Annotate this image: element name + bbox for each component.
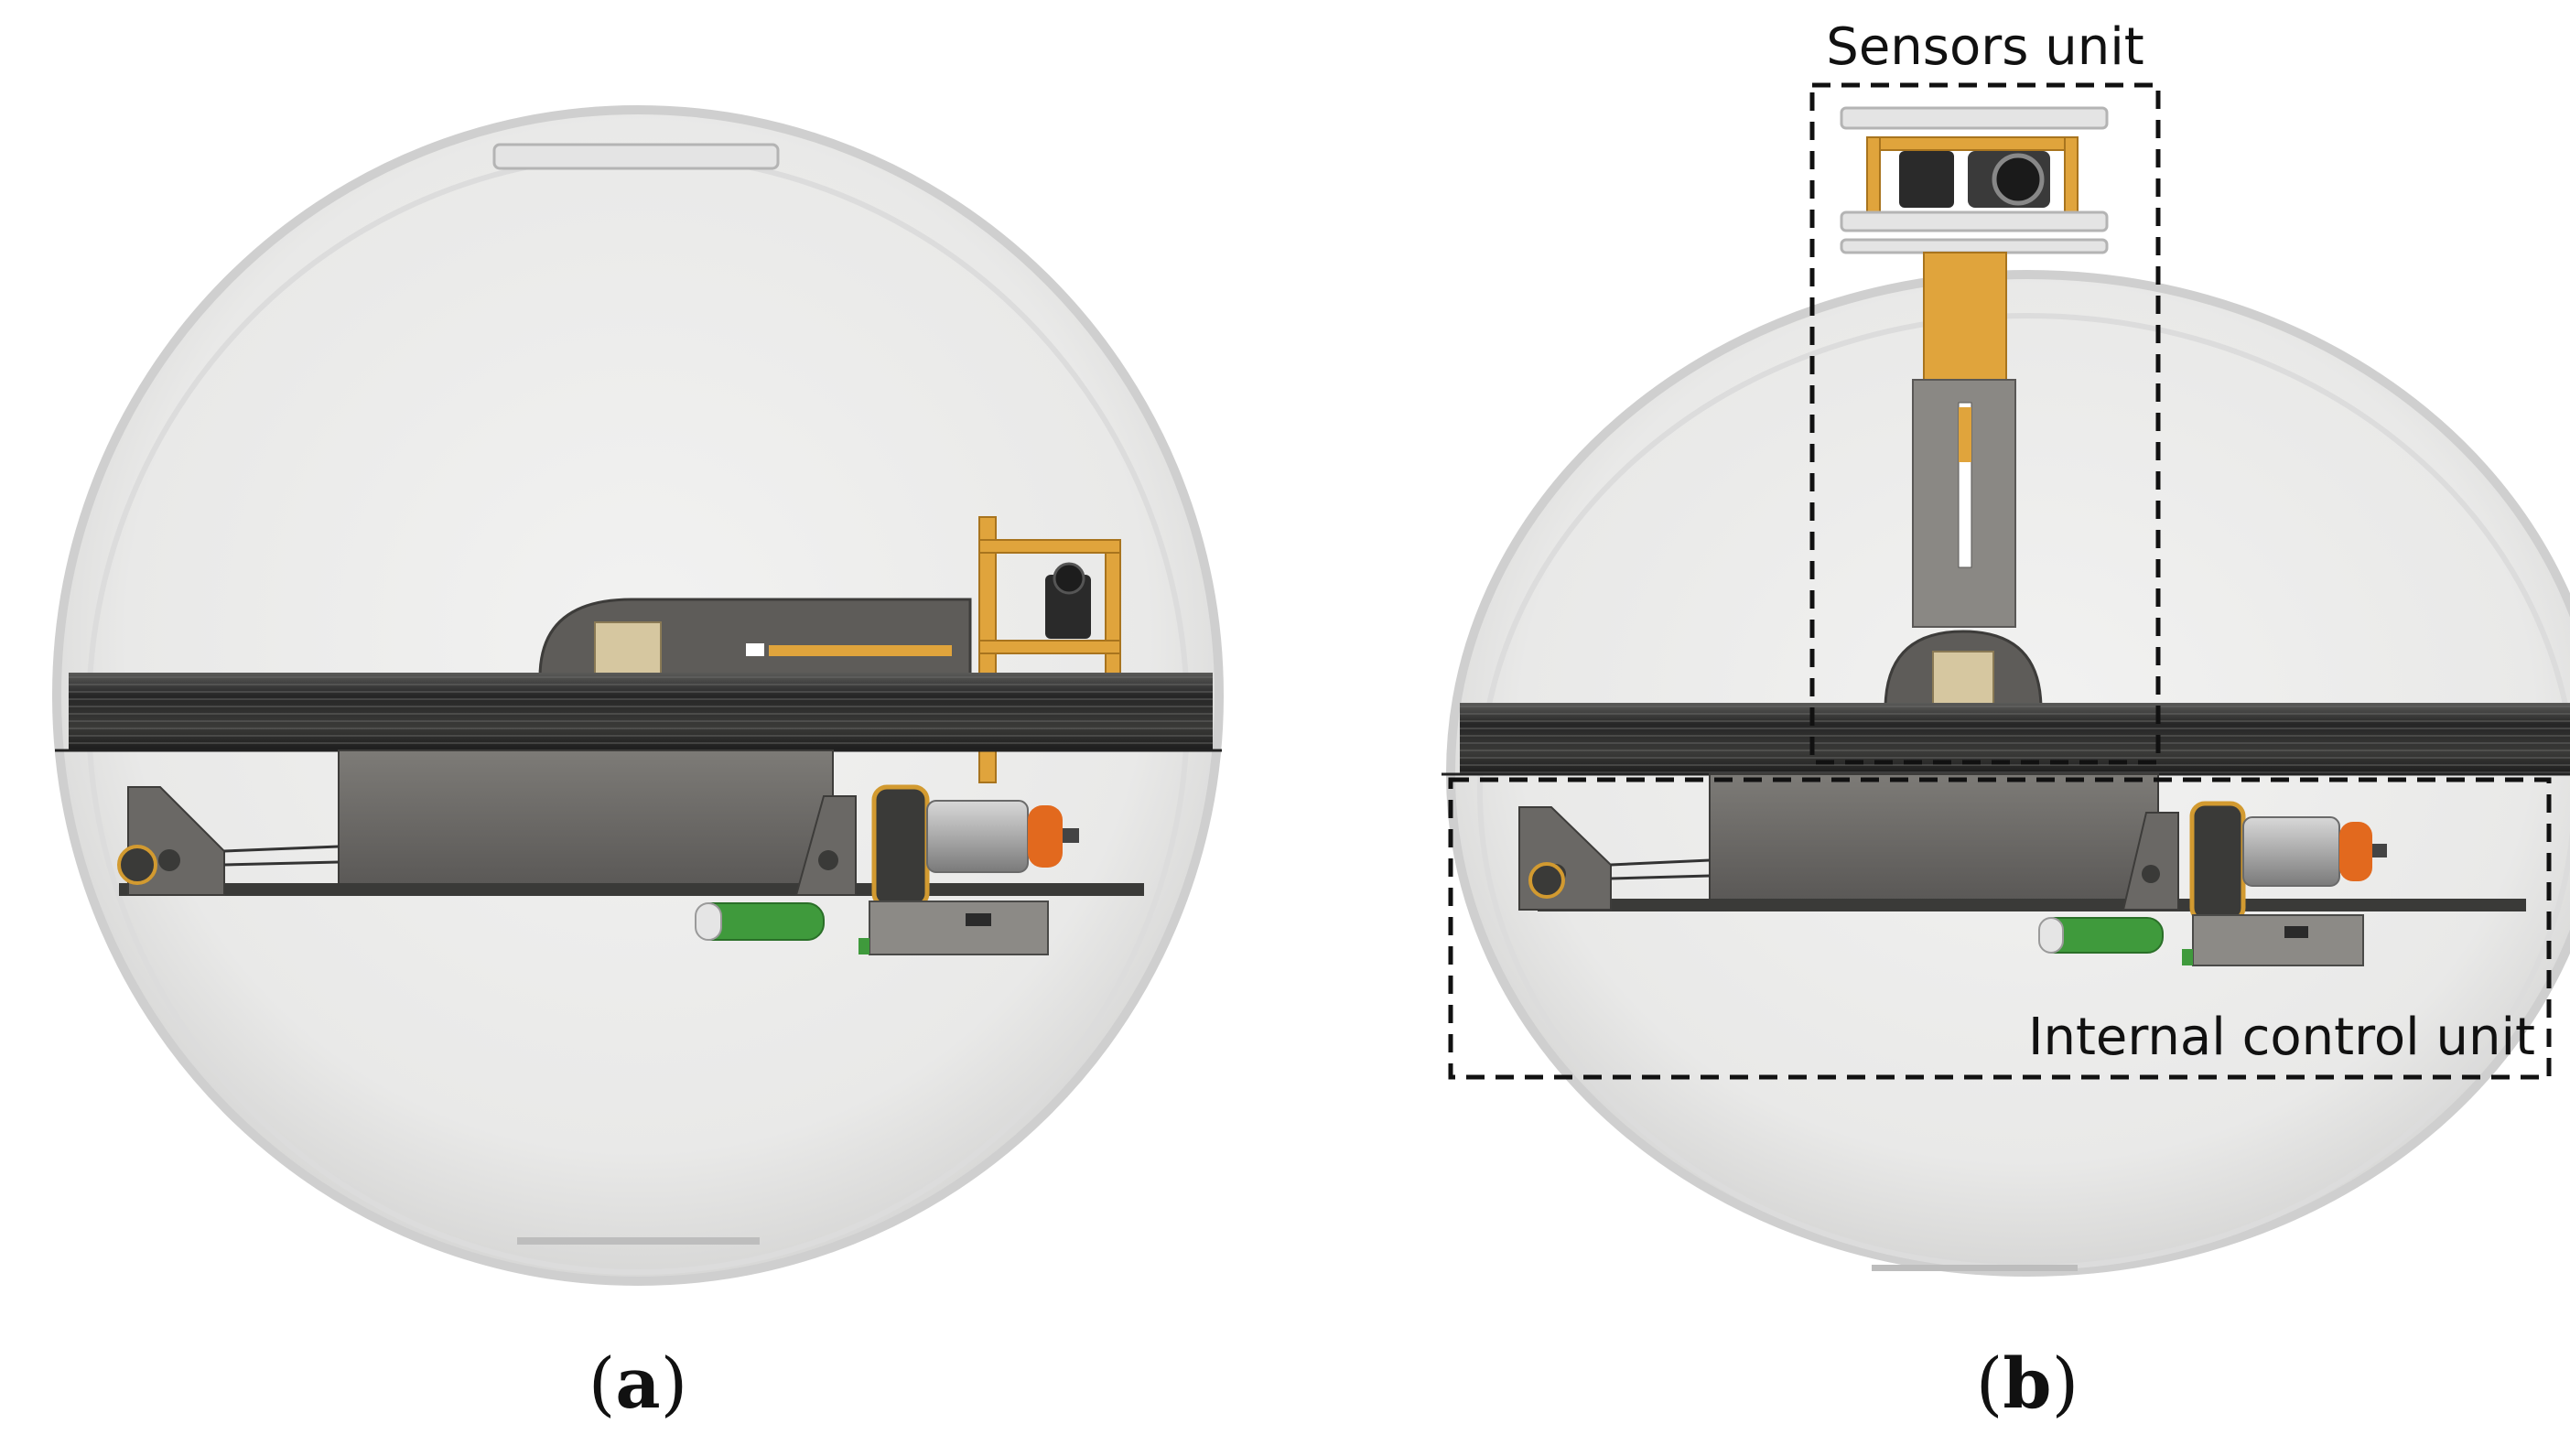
panel-a-frame-mid <box>978 640 1121 654</box>
panel-b-cable-2 <box>1610 874 1711 880</box>
panel-a-battery-end <box>695 902 722 941</box>
panel-b-omni-wheel <box>2189 801 2246 923</box>
panel-a-cable-1 <box>223 845 340 853</box>
panel-b-right-bracket <box>2122 812 2179 911</box>
panel-a-cable-2 <box>223 860 340 867</box>
panel-a-motor-cap <box>1028 805 1063 868</box>
panel-a-controller-led <box>858 938 869 954</box>
panel-b-lower-plate <box>1840 210 2109 232</box>
panel-a-controller-box <box>869 901 1049 955</box>
panel-b-controller-led <box>2182 949 2193 965</box>
panel-b-motor-shaft <box>2372 844 2387 857</box>
panel-a-frame-top <box>978 539 1121 554</box>
panel-a-motor-shaft <box>1063 828 1079 843</box>
panel-a-left-bracket-bolt <box>158 849 180 871</box>
panel-b-left-wheel <box>1528 862 1565 899</box>
panel-b-top-cap <box>1840 106 2109 130</box>
sensors-unit-label: Sensors unit <box>1826 17 2143 77</box>
panel-b-motor-cap <box>2339 822 2372 881</box>
panel-a-motor <box>926 800 1029 873</box>
panel-b-rail <box>1538 899 2526 911</box>
panel-a-camera-body <box>1045 575 1091 639</box>
panel-b-lower-plate-2 <box>1840 238 2109 254</box>
internal-control-unit-box <box>1448 777 2552 1080</box>
panel-a-rail <box>119 883 1144 896</box>
panel-b-band-lines <box>1460 703 2570 774</box>
panel-b-battery-end <box>2038 917 2064 954</box>
panel-a-right-bracket <box>794 795 857 896</box>
panel-b-motor <box>2242 816 2340 887</box>
panel-b-cable-1 <box>1610 858 1711 867</box>
panel-a-camera-lens <box>1053 562 1085 595</box>
panel-a-caption: (a) <box>589 1343 688 1424</box>
panel-b-camera-lens <box>1992 153 2045 206</box>
panel-b-diagram: Sensors unit Internal control unit <box>1442 17 2570 1277</box>
panel-a-band-lines <box>69 673 1213 750</box>
panel-a-diagram <box>52 105 1224 1286</box>
panel-b-controller-box <box>2192 914 2364 966</box>
panel-a-left-wheel <box>117 845 157 885</box>
panel-a-omni-wheel <box>871 784 930 909</box>
panel-a-slot <box>746 643 764 656</box>
panel-a-top-cap <box>492 143 780 170</box>
panel-b-bottom-cap <box>1872 1265 2078 1271</box>
panel-a-frame-vertical-right <box>1105 539 1121 678</box>
panel-b-lower-block <box>1709 773 2159 901</box>
panel-a-right-bracket-bolt <box>818 850 838 870</box>
panel-b-mast-slot-wood <box>1959 407 1971 462</box>
panel-b-controller-port <box>2284 926 2308 938</box>
panel-b-mast-wood <box>1923 252 2007 382</box>
panel-a-bottom-cap <box>517 1237 760 1245</box>
sensors-unit-box <box>1809 82 2161 765</box>
panel-a-hub-plate <box>594 621 662 678</box>
panel-a-lower-block <box>338 750 834 889</box>
internal-control-unit-label: Internal control unit <box>2028 1008 2535 1067</box>
panel-b-caption: (b) <box>1976 1343 2079 1424</box>
panel-b-upper-plate <box>1866 136 2079 151</box>
panel-b-right-bracket-bolt <box>2142 865 2160 883</box>
panel-a-arm <box>769 645 952 656</box>
panel-b-camera-left <box>1899 151 1954 208</box>
panel-b-hub-plate <box>1932 651 1994 706</box>
panel-a-controller-port <box>966 913 991 926</box>
